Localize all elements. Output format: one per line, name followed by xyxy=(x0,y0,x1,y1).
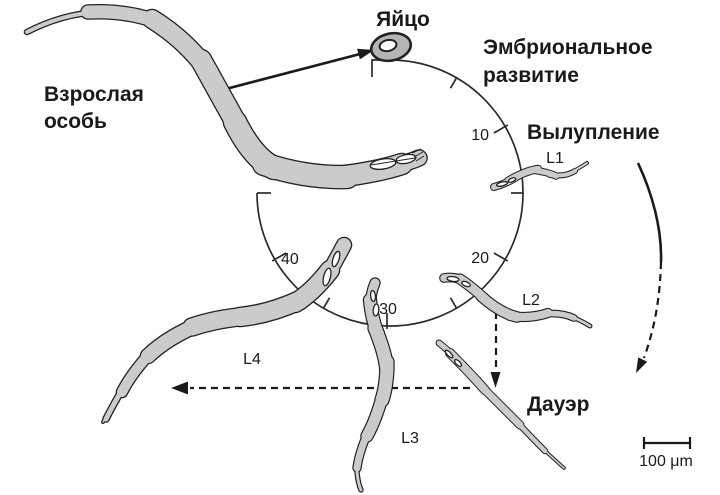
scale-bar-label: 100 μm xyxy=(639,453,693,470)
adult-label-line1: Взрослая xyxy=(44,83,144,106)
dial-start-cap xyxy=(371,59,390,77)
dial-tick-label-20: 20 xyxy=(471,250,489,267)
l1-worm-illustration xyxy=(490,161,589,191)
adult-label-line2: особь xyxy=(44,110,107,133)
embryonic-development-label-line1: Эмбриональное xyxy=(483,36,653,59)
l4-worm-illustration xyxy=(101,236,353,424)
egg-illustration xyxy=(369,31,413,63)
adult-pharynx xyxy=(369,148,425,170)
egg-label: Яйцо xyxy=(376,8,430,31)
dauer-worm-illustration xyxy=(435,339,566,470)
l1-pharynx xyxy=(495,177,517,188)
dial-tick-label-40: 40 xyxy=(281,251,299,268)
embryonic-development-label-line2: развитие xyxy=(483,64,579,87)
l2-label: L2 xyxy=(522,292,540,309)
l3-label: L3 xyxy=(401,430,419,447)
adult-worm-illustration xyxy=(23,3,428,190)
dauer-entry-arrow xyxy=(490,312,501,388)
adult-to-egg-arrow xyxy=(221,48,374,92)
hatching-label: Вылупление xyxy=(527,121,660,144)
hatching-curved-arrow xyxy=(636,162,663,373)
dauer-label: Дауэр xyxy=(527,393,589,416)
l4-label: L4 xyxy=(243,351,261,368)
l3-pharynx xyxy=(369,289,380,317)
l3-worm-illustration xyxy=(352,277,395,493)
developmental-clock-dial xyxy=(256,59,524,329)
l2-worm-illustration xyxy=(439,272,593,329)
dial-tick-label-30: 30 xyxy=(379,301,397,318)
dial-tick-label-10: 10 xyxy=(471,127,489,144)
l1-label: L1 xyxy=(546,150,564,167)
scale-bar: 100 μm xyxy=(639,437,693,470)
dauer-exit-arrow xyxy=(171,381,470,395)
l4-pharynx xyxy=(322,250,341,287)
dauer-pharynx xyxy=(444,349,463,368)
l2-pharynx xyxy=(446,275,471,288)
